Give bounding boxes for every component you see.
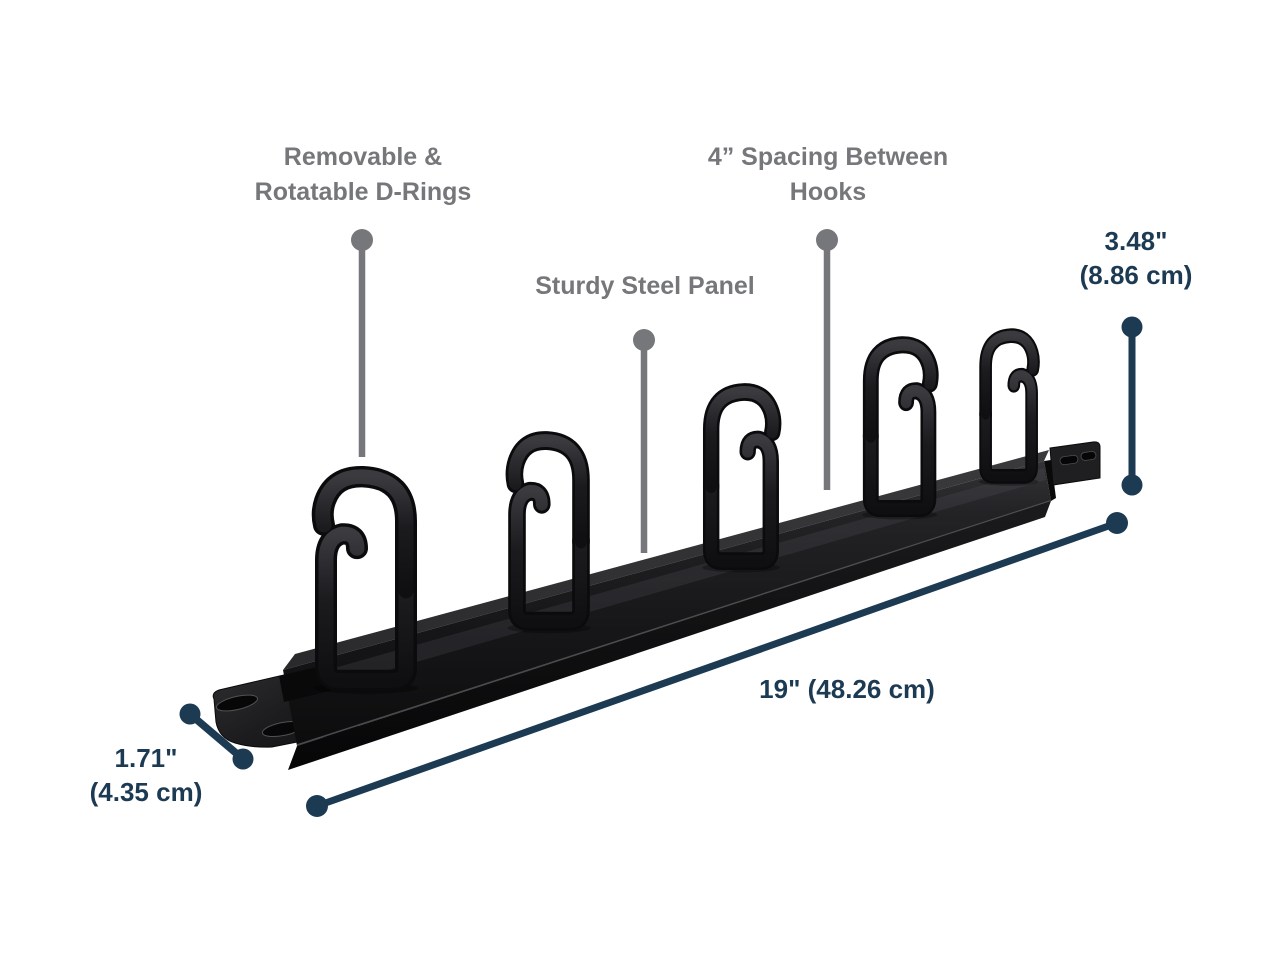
dimension-line <box>187 711 246 762</box>
callout-steel-panel <box>633 329 655 553</box>
dimension-dot <box>232 748 254 770</box>
d-ring-hook-3 <box>702 383 782 573</box>
callout-d-rings <box>351 229 373 457</box>
dimension-dot <box>1121 474 1143 496</box>
dimension-dot <box>1106 512 1128 534</box>
dimension-dot <box>306 795 328 817</box>
dimension-label-height: 3.48" (8.86 cm) <box>1079 226 1193 290</box>
dimension-label-width: 19" (48.26 cm) <box>759 674 935 704</box>
rail-top-face <box>283 450 1049 670</box>
ear-slot <box>215 694 259 712</box>
d-ring-hook-1 <box>311 466 418 694</box>
cable-management-panel <box>212 328 1101 770</box>
rail-front-face <box>283 461 1051 746</box>
callout-label-d-rings: Removable & Rotatable D-Rings <box>254 143 472 206</box>
callout-label-steel-panel: Sturdy Steel Panel <box>535 272 755 300</box>
rail-end-cap <box>1044 460 1056 501</box>
dimension-height <box>1121 316 1143 496</box>
dimension-lines <box>179 316 1143 817</box>
callout-lines <box>351 229 838 553</box>
rail-bottom-flange <box>288 501 1051 770</box>
rail-bottom-highlight <box>296 500 1051 746</box>
rail-sheen <box>288 468 1046 698</box>
callout-dot <box>351 229 373 251</box>
dimension-width <box>306 512 1128 817</box>
dimension-dot <box>1121 316 1143 338</box>
ear-slot <box>1080 451 1097 461</box>
dimension-line <box>315 519 1119 810</box>
ear-slot <box>1059 454 1079 466</box>
callout-dot <box>633 329 655 351</box>
callout-label-hook-spacing: 4” Spacing Between Hooks <box>707 143 949 206</box>
d-ring-hook-2 <box>505 431 591 634</box>
dimension-depth <box>179 703 254 770</box>
dimension-dot <box>179 703 201 725</box>
callout-dot <box>816 229 838 251</box>
d-ring-hook-4 <box>862 336 939 520</box>
d-ring-hook-5 <box>978 328 1040 486</box>
dimension-label-depth: 1.71" (4.35 cm) <box>89 743 203 807</box>
callout-hook-spacing <box>816 229 838 490</box>
